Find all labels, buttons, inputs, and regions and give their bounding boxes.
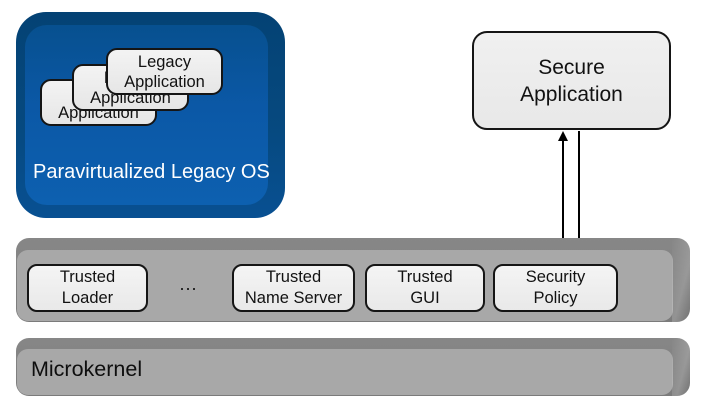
trusted-services-bar: Trusted Loader ... Trusted Name Server T… xyxy=(16,238,690,322)
microkernel-bar: Microkernel xyxy=(16,338,690,396)
trusted-gui-box: Trusted GUI xyxy=(365,264,485,312)
secure-application-label-line1: Secure xyxy=(538,55,605,79)
trusted-loader-label-line1: Trusted xyxy=(59,268,116,286)
secure-application-box: Secure Application xyxy=(472,31,671,130)
trusted-gui-label-line1: Trusted xyxy=(397,268,453,286)
arrow-up-icon xyxy=(558,131,568,141)
trusted-name-server-label-line1: Trusted xyxy=(265,268,322,286)
legacy-application-label-line1: Legacy xyxy=(137,52,192,71)
services-ellipsis-label: ... xyxy=(179,274,198,294)
security-policy-label-line1: Security xyxy=(525,268,586,286)
trusted-loader-box: Trusted Loader xyxy=(27,264,148,312)
legacy-application-label-line2: Application xyxy=(124,72,205,91)
paravirtualized-legacy-os-label: Paravirtualized Legacy OS xyxy=(33,161,270,183)
security-policy-label-line2: Policy xyxy=(533,289,578,307)
arrow-down-line xyxy=(578,131,580,253)
trusted-loader-label-line2: Loader xyxy=(61,289,114,307)
arrow-up-line xyxy=(562,141,564,264)
trusted-name-server-box: Trusted Name Server xyxy=(232,264,355,312)
microkernel-label: Microkernel xyxy=(31,357,143,381)
trusted-name-server-label-line2: Name Server xyxy=(244,289,343,307)
security-policy-box: Security Policy xyxy=(493,264,618,312)
legacy-application-box-front: Legacy Application xyxy=(106,48,223,95)
microkernel-bar-face: Microkernel xyxy=(17,349,673,395)
trusted-gui-label-line2: GUI xyxy=(410,289,440,307)
secure-application-label-line2: Application xyxy=(520,82,623,106)
